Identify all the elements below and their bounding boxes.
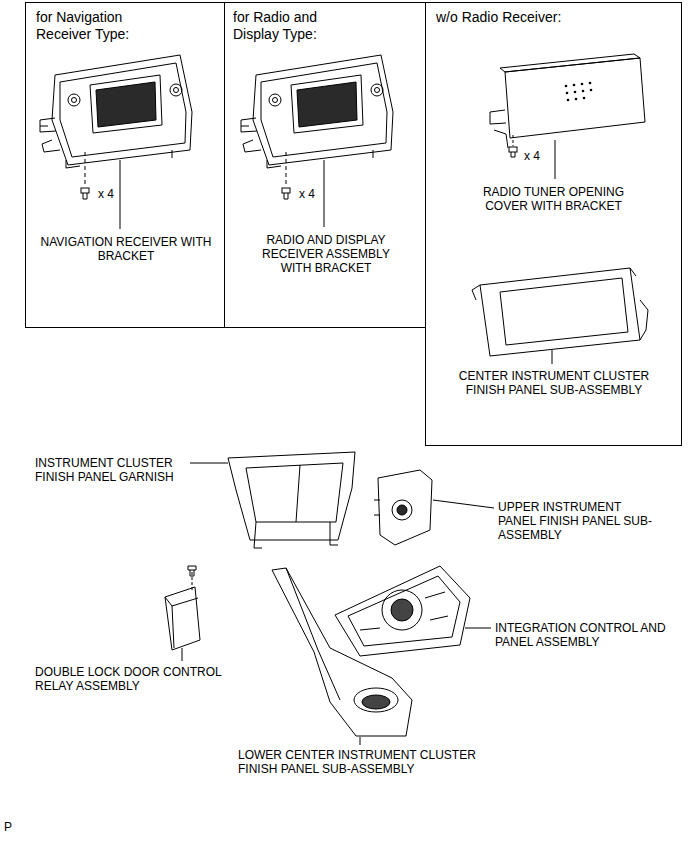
radio-tuner-cover-drawing: [490, 54, 645, 179]
part-name: INSTRUMENT CLUSTER FINISH PANEL GARNISH: [35, 456, 205, 484]
part-name: NAVIGATION RECEIVER WITH BRACKET: [36, 235, 216, 263]
part-name: LOWER CENTER INSTRUMENT CLUSTER FINISH P…: [238, 748, 508, 776]
navigation-receiver-drawing: [40, 55, 192, 229]
radio-display-receiver-drawing: [241, 55, 393, 227]
quantity-label: x 4: [98, 187, 128, 201]
center-finish-panel-drawing: [472, 268, 648, 364]
figure-code: P: [4, 820, 24, 834]
variant-panel: for Navigation Receiver Type: x 4 NAVIGATI…: [25, 2, 225, 328]
relay-drawing: [165, 566, 200, 661]
part-name: UPPER INSTRUMENT PANEL FINISH PANEL SUB-…: [498, 500, 658, 542]
variant-panel: for Radio and Display Type: x 4 RADIO AND …: [224, 2, 426, 328]
quantity-label: x 4: [524, 149, 554, 163]
part-name: INTEGRATION CONTROL AND PANEL ASSEMBLY: [495, 621, 670, 649]
part-name: CENTER INSTRUMENT CLUSTER FINISH PANEL S…: [439, 369, 669, 397]
panel-heading: for Radio and Display Type:: [233, 9, 353, 43]
garnish-drawing: [190, 452, 355, 548]
panel-heading: w/o Radio Receiver:: [436, 9, 676, 26]
part-name: DOUBLE LOCK DOOR CONTROL RELAY ASSEMBLY: [35, 665, 250, 693]
variant-panel: w/o Radio Receiver: x 4 RADIO TUNER OPENIN…: [425, 2, 682, 446]
upper-panel-drawing: [374, 470, 494, 545]
lower-center-panel-drawing: [272, 568, 412, 745]
part-name: RADIO AND DISPLAY RECEIVER ASSEMBLY WITH…: [246, 233, 406, 275]
integration-control-drawing: [335, 566, 491, 656]
quantity-label: x 4: [299, 187, 329, 201]
part-name: RADIO TUNER OPENING COVER WITH BRACKET: [466, 185, 641, 213]
panel-heading: for Navigation Receiver Type:: [36, 9, 166, 43]
